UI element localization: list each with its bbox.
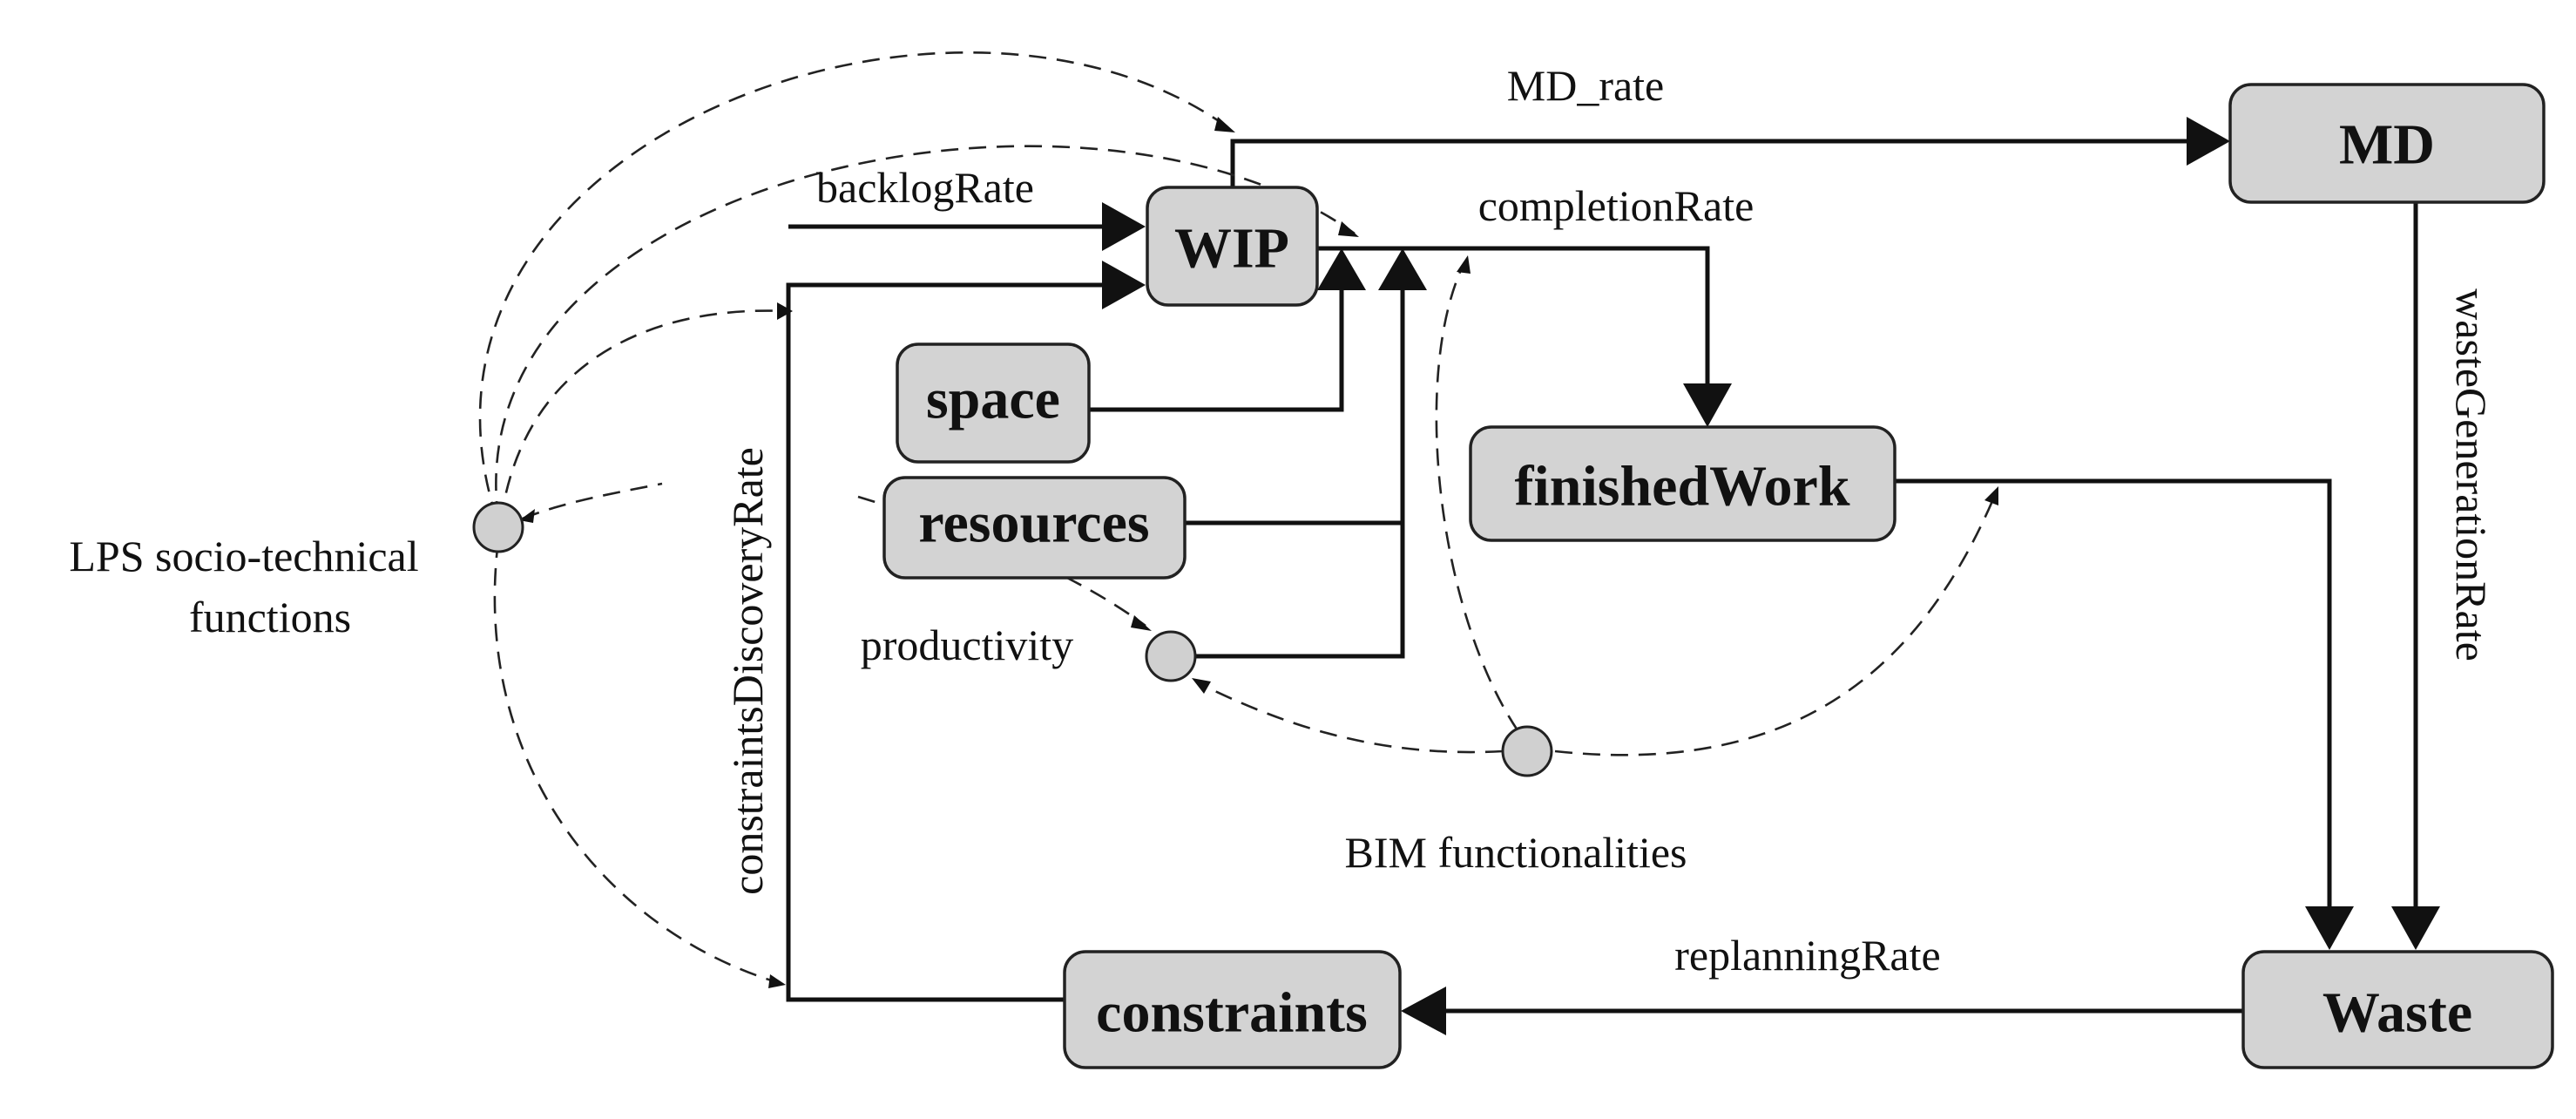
- stock-finished-work-label: finishedWork: [1514, 455, 1849, 519]
- lps-to-backlog-link: [522, 482, 663, 520]
- bim-label: BIM functionalities: [1345, 828, 1687, 877]
- stock-resources: resources: [882, 476, 1187, 580]
- productivity-link: [1195, 286, 1405, 659]
- replanning-rate-label: replanningRate: [1674, 931, 1940, 980]
- stock-wip-label: WIP: [1174, 217, 1289, 281]
- completion-rate-arrowhead: [1683, 383, 1732, 427]
- md-rate-label: MD_rate: [1507, 61, 1665, 110]
- finished-to-waste-flow: [1895, 478, 2332, 911]
- backlog-rate-arrowhead: [1102, 202, 1146, 251]
- lps-to-constraints-discovery-link-arrowhead: [777, 302, 793, 320]
- stock-finished-work: finishedWork: [1469, 425, 1897, 542]
- lps-to-constraints-discovery-link: [499, 309, 788, 521]
- bim-to-completion-link: [1435, 263, 1519, 731]
- completion-rate-flow: [1317, 246, 1710, 388]
- bim-to-completion-link-arrowhead: [1457, 255, 1471, 274]
- completion-rate-label: completionRate: [1478, 181, 1755, 230]
- bim-to-finished-link-arrowhead: [1984, 486, 1998, 505]
- lps-to-completion-link: [495, 145, 1356, 519]
- waste-generation-rate-label: wasteGenerationRate: [2447, 288, 2496, 661]
- resources-to-productivity-link-arrowhead: [1131, 615, 1152, 631]
- lps-to-md-rate-link-arrowhead: [1214, 117, 1235, 132]
- md-rate-arrowhead: [2187, 117, 2230, 166]
- stock-space-label: space: [926, 368, 1060, 431]
- productivity-label: productivity: [861, 621, 1073, 669]
- bim-to-productivity-link-arrowhead: [1192, 678, 1211, 694]
- stock-md-label: MD: [2339, 113, 2435, 177]
- constraints-discovery-arrowhead: [1102, 261, 1146, 309]
- bim-to-productivity-link: [1200, 682, 1504, 754]
- lps-to-constraints-link: [493, 539, 781, 985]
- finished-to-waste-arrowhead: [2305, 906, 2354, 950]
- constraints-discovery-rate-label: constraintsDiscoveryRate: [723, 447, 772, 895]
- stock-constraints: constraints: [1063, 950, 1402, 1069]
- lps-to-completion-link-arrowhead: [1338, 221, 1359, 237]
- stock-waste: Waste: [2241, 950, 2554, 1069]
- waste-generation-arrowhead: [2391, 906, 2440, 950]
- backlog-rate-label: backlogRate: [816, 163, 1034, 212]
- replanning-arrowhead: [1401, 987, 1446, 1035]
- bim-auxiliary-circle: [1501, 725, 1553, 777]
- lps-to-constraints-link-arrowhead: [768, 974, 786, 988]
- stock-md: MD: [2228, 83, 2546, 204]
- stock-resources-label: resources: [918, 492, 1149, 555]
- space-link: [1089, 286, 1344, 412]
- constraints-discovery-flow: [786, 282, 1102, 1002]
- productivity-auxiliary-circle: [1145, 630, 1197, 682]
- lps-auxiliary-circle: [472, 501, 524, 553]
- stock-space: space: [896, 342, 1091, 464]
- stock-wip: WIP: [1146, 186, 1319, 307]
- productivity-link-arrowhead: [1378, 248, 1427, 290]
- bim-to-finished-link: [1554, 494, 1997, 756]
- stock-constraints-label: constraints: [1096, 981, 1368, 1045]
- lps-to-md-rate-link: [478, 51, 1231, 519]
- lps-label-line1: LPS socio-technical: [69, 532, 418, 580]
- stock-waste-label: Waste: [2322, 981, 2472, 1045]
- md-rate-flow: [1230, 139, 2191, 187]
- lps-label-line2: functions: [189, 593, 351, 641]
- space-link-arrowhead: [1317, 248, 1366, 290]
- lps-to-backlog-link-arrowhead: [519, 509, 535, 523]
